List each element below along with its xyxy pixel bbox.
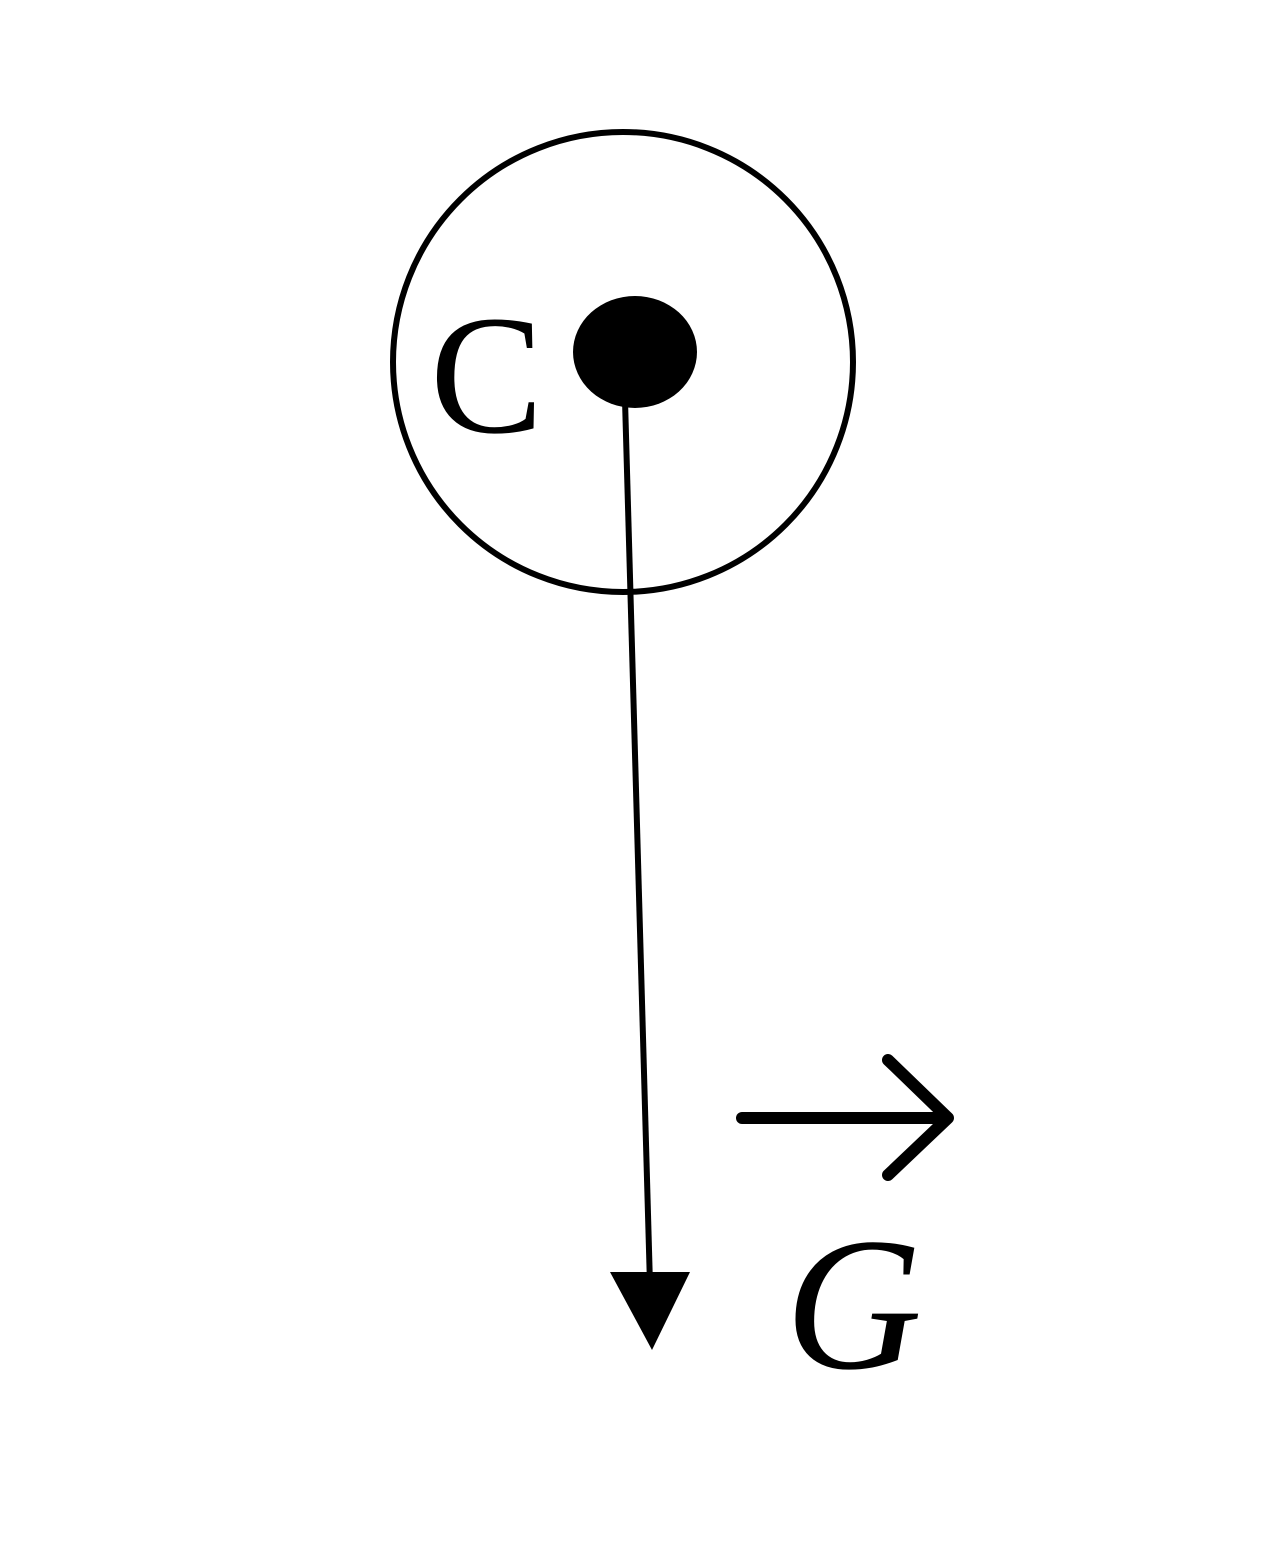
body-circle [390,129,856,595]
center-of-gravity-dot [573,296,697,408]
center-label: C [430,281,543,469]
gravity-vector-arrowhead [610,1272,690,1350]
force-label: G [785,1200,922,1410]
gravity-vector-line [622,399,653,1286]
vector-notation-arrow [736,1054,954,1181]
